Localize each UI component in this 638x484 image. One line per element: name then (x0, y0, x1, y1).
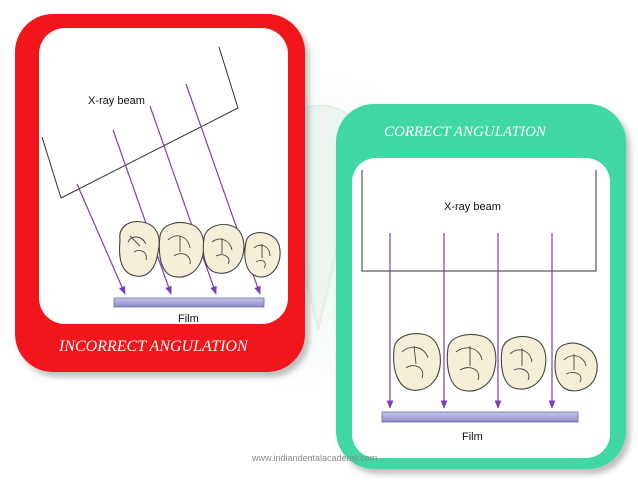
correct-film-bar (381, 411, 579, 423)
correct-tooth-2 (446, 333, 497, 392)
incorrect-beam-arrow-2 (112, 129, 172, 295)
correct-teeth (393, 333, 598, 392)
incorrect-tooth-3 (202, 223, 245, 274)
incorrect-beam-arrow-3 (149, 105, 217, 295)
correct-tooth-4 (554, 342, 598, 392)
incorrect-tooth-1 (118, 221, 160, 277)
correct-beam-source-outline (361, 170, 597, 272)
incorrect-teeth (118, 221, 281, 278)
incorrect-tooth-4 (244, 232, 281, 278)
watermark-url: www.indiandentalacademy.com (251, 453, 377, 463)
incorrect-angulation-panel: X-ray beam (15, 14, 305, 372)
incorrect-beam-label: X-ray beam (88, 95, 145, 107)
incorrect-angulation-heading: INCORRECT ANGULATION (58, 338, 249, 355)
correct-film-label: Film (462, 431, 483, 443)
correct-tooth-1 (393, 333, 441, 391)
incorrect-film-bar (113, 297, 265, 308)
incorrect-beam-arrow-1 (76, 183, 126, 295)
correct-angulation-heading: CORRECT ANGULATION (384, 124, 547, 140)
incorrect-panel-inner (39, 28, 288, 324)
incorrect-tooth-2 (158, 221, 205, 278)
correct-tooth-3 (500, 335, 547, 390)
incorrect-film-label: Film (178, 313, 199, 325)
incorrect-beam-source-outline (41, 46, 239, 199)
correct-angulation-panel: CORRECT ANGULATION X-ray beam (336, 104, 626, 469)
correct-beam-arrows (386, 233, 556, 409)
correct-beam-label: X-ray beam (444, 201, 501, 213)
